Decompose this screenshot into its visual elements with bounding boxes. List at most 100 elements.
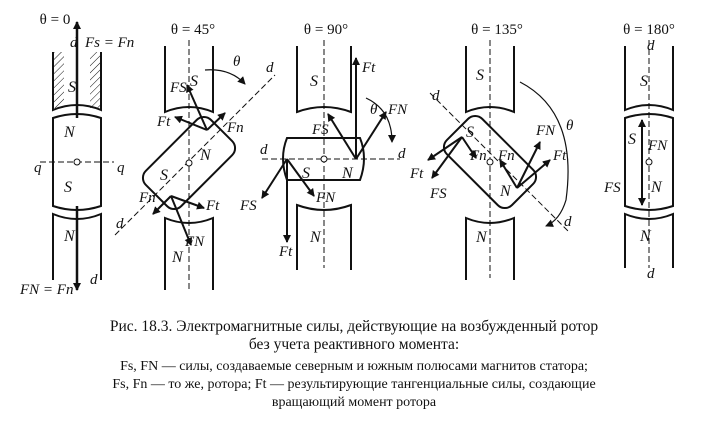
label-q-left: q [34,160,42,176]
pole-s-stator: S [310,73,318,90]
pole-n-stator: N [475,229,488,246]
arrow-ft-right [516,159,551,189]
label-fN-top: FN [387,102,408,118]
pole-n-stator: N [63,228,76,245]
pole-s-rotor: S [466,124,474,141]
rotor [442,114,538,210]
arrow-fs [186,84,208,131]
pole-s-rotor: S [160,167,168,184]
arrow-ft-left [427,136,463,161]
label-fs: FS [603,180,621,196]
arrow-fs-bottom [261,158,288,199]
pole-s-rotor: S [302,165,310,182]
label-fN-bottom: FN [315,190,336,206]
label-fs-left: FS [429,186,447,202]
rotor-center [320,155,328,163]
label-fn-right: Fn [497,148,515,164]
arrow-ft-top [174,115,208,131]
label-ft-bottom: Ft [278,244,293,260]
rotor-center [185,159,193,167]
panel-title-135: θ = 135° [471,22,523,38]
d-axis [429,92,571,234]
pole-s-stator: S [640,73,648,90]
label-fn-left: Fn [469,148,487,164]
panel-title-0: θ = 0 [40,12,71,28]
pole-n-stator: N [639,228,652,245]
stator-pole-bottom [296,203,352,270]
label-ft-right: Ft [552,148,567,164]
theta-arc [365,97,396,143]
label-ft-bottom: Ft [205,198,220,214]
label-d-top: d [266,60,274,76]
label-theta: θ [566,118,574,134]
arrow-fs-top [327,113,357,160]
label-fs-top: FS [311,122,329,138]
panel-title-45: θ = 45° [171,22,215,38]
caption-line-1: Fs, FN — силы, создаваемые северным и юж… [120,359,588,374]
stator-pole-top-hatch-right [90,52,100,108]
rotor-center [73,158,81,166]
label-fs: FS [169,80,187,96]
arrow-fN-bottom [286,158,315,197]
label-d-bottom: d [647,266,655,282]
arrow-fN-right [516,141,541,189]
panel-theta-0: θ = 0 d Fs = Fn S N S N q q FN = Fn d [19,12,134,298]
arrow-fn-bottom [170,195,193,246]
label-d-top: d [432,88,440,104]
rotor [282,137,365,181]
label-fn-top: Fn [226,120,244,136]
arrow-fs-left [431,136,463,179]
rotor-center [486,158,494,166]
label-fn-eq-fn: FN = Fn [19,282,73,298]
label-fN: FN [647,138,668,154]
arrow-fn-right [499,159,518,189]
panel-theta-135: θ = 135° S d θ S Fn Fn FN Ft Ft FS N d N [409,22,574,280]
label-fs-eq-fn: Fs = Fn [84,35,134,51]
pole-n-rotor: N [341,165,354,182]
pole-n-rotor: N [650,179,663,196]
label-fN-right: FN [535,123,556,139]
caption-title: Рис. 18.3. Электромагнитные силы, действ… [109,318,599,335]
stator-pole-top-hatch [54,52,64,108]
caption-subtitle: без учета реактивного момента: [248,336,460,353]
label-d-right: d [398,146,406,162]
arrow-ft-bottom [170,195,205,210]
theta-arc [519,81,569,227]
panel-title-90: θ = 90° [304,22,348,38]
panel-theta-45: θ = 45° θ d d S FS Ft Fn N S Fn Ft FN N [114,22,276,290]
pole-s-rotor: S [64,179,72,196]
label-fs-bottom: FS [239,198,257,214]
pole-s-rotor: S [628,131,636,148]
label-q-right: q [117,160,125,176]
label-ft-top: Ft [361,60,376,76]
label-d-top: d [70,35,78,51]
rotor [52,113,102,211]
rotor [141,115,237,211]
label-d-bottom: d [116,216,124,232]
label-theta: θ [370,102,378,118]
label-fN-bottom: FN [184,234,205,250]
arrow-fn2-bottom [152,195,172,215]
rotor [624,113,674,211]
panel-theta-180: θ = 180° d S S FN FS N N d [603,22,675,282]
label-theta: θ [233,54,241,70]
pole-s-stator: S [68,79,76,96]
pole-n-stator: N [171,249,184,266]
label-d-bottom: d [564,214,572,230]
panel-theta-90: θ = 90° Ft FN FS θ S S N d d FS FN Ft N [239,22,408,270]
pole-n-rotor: N [63,124,76,141]
arrow-fn-left [461,136,477,159]
panel-title-180: θ = 180° [623,22,675,38]
caption-line-3: вращающий момент ротора [271,395,437,410]
label-fn-bottom: Fn [138,190,156,206]
pole-s-stator: S [476,67,484,84]
label-ft-top: Ft [156,114,171,130]
stator-pole-bottom [624,212,674,268]
label-ft-left: Ft [409,166,424,182]
pole-s-stator: S [190,73,198,90]
pole-n-stator: N [309,229,322,246]
theta-arc [204,69,246,85]
label-d-bottom: d [90,272,98,288]
d-axis [114,74,276,236]
